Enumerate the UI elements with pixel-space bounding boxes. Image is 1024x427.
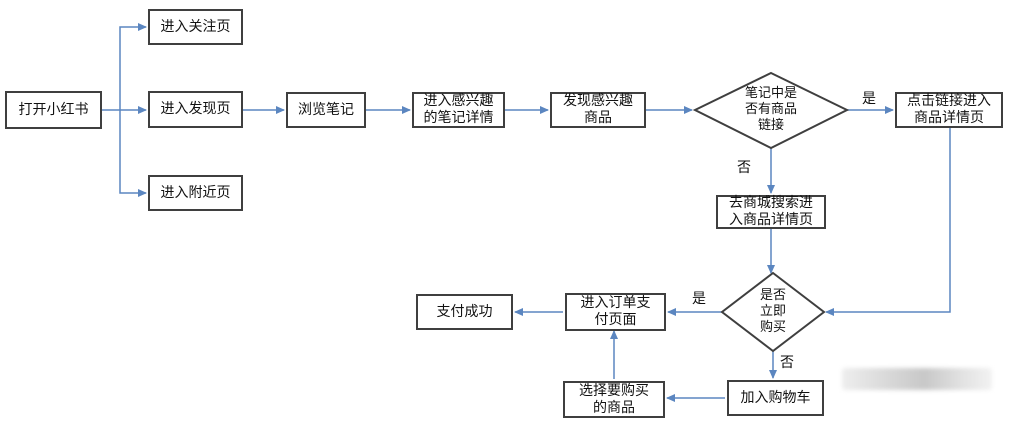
node-select-product: 选择要购买 的商品 xyxy=(563,381,665,418)
label-buy-no: 否 xyxy=(780,355,794,371)
decision-has-link xyxy=(692,71,850,150)
node-discover-page: 进入发现页 xyxy=(148,91,243,128)
node-click-link: 点击链接进入 商品详情页 xyxy=(895,92,1003,128)
label-buy-yes: 是 xyxy=(692,291,706,307)
decision-has-link-text: 笔记中是 否有商品 链接 xyxy=(744,86,797,133)
blurred-watermark xyxy=(842,368,992,390)
node-note-detail: 进入感兴趣 的笔记详情 xyxy=(412,92,505,128)
node-pay-success: 支付成功 xyxy=(416,294,513,330)
node-find-product: 发现感兴趣 商品 xyxy=(550,92,646,128)
node-open-app: 打开小红书 xyxy=(5,91,102,129)
node-order-page: 进入订单支 付页面 xyxy=(565,293,666,331)
label-link-yes: 是 xyxy=(862,91,876,107)
decision-buy-now xyxy=(720,271,826,353)
node-follow-page: 进入关注页 xyxy=(148,9,243,45)
edge-open-nearby xyxy=(119,110,147,197)
node-browse-notes: 浏览笔记 xyxy=(286,92,366,128)
node-mall-search: 去商城搜索进 入商品详情页 xyxy=(716,195,826,229)
edge-click-buy xyxy=(825,128,951,316)
node-nearby-page: 进入附近页 xyxy=(148,175,243,211)
node-add-cart: 加入购物车 xyxy=(727,380,824,416)
label-link-no: 否 xyxy=(737,160,751,176)
edge-open-follow xyxy=(102,23,147,111)
decision-buy-now-text: 是否 立即 购买 xyxy=(759,288,786,335)
